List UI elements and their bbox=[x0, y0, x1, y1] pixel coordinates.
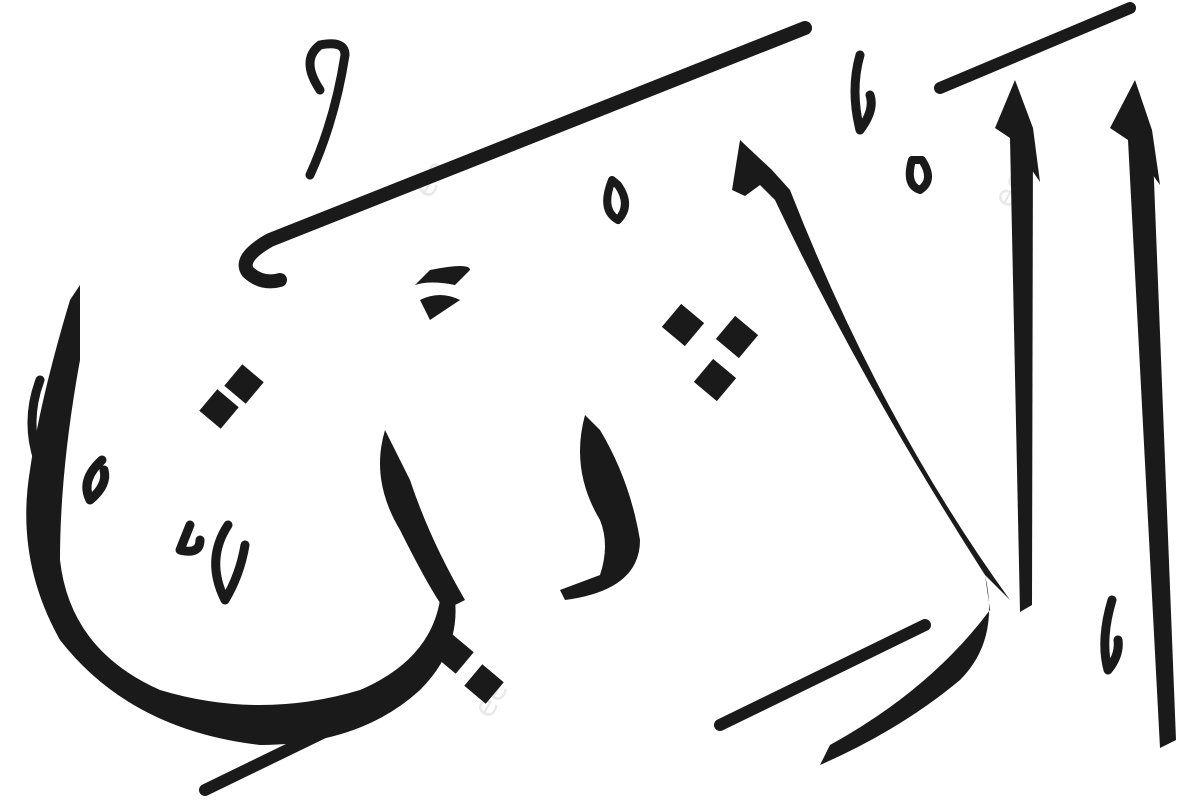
faint-watermark: ee ee ee bbox=[407, 155, 1036, 724]
alif-second bbox=[995, 80, 1040, 612]
letter-tooth-3 bbox=[415, 266, 470, 320]
diacritic-marks bbox=[27, 39, 1123, 675]
alif-right bbox=[1110, 80, 1176, 748]
letter-tooth-2 bbox=[560, 415, 640, 600]
dots bbox=[199, 303, 759, 704]
noon-bowl bbox=[26, 285, 456, 745]
top-diagonal-stroke bbox=[238, 21, 812, 289]
kasra-stroke-mid bbox=[714, 619, 931, 731]
top-right-stroke bbox=[934, 2, 1136, 94]
letter-tooth-1 bbox=[380, 430, 465, 610]
lam-stroke bbox=[732, 140, 1010, 765]
